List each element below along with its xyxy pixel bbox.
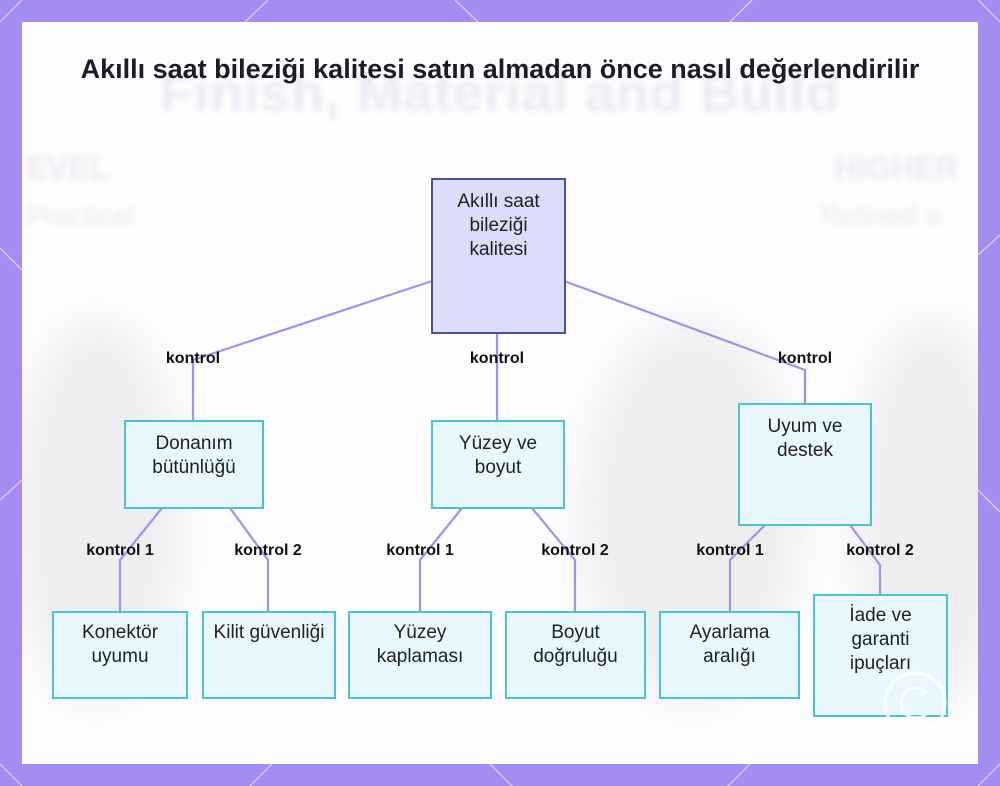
node-hardware-integrity: Donanım bütünlüğü: [124, 420, 264, 509]
node-lock-security: Kilit güvenliği: [202, 611, 336, 699]
edge-label-hardware-connector: kontrol 1: [86, 542, 154, 559]
corner-logo-icon: [883, 671, 947, 735]
edge-fit-adjust: [728, 524, 766, 612]
node-adjustment-range: Ayarlama aralığı: [659, 611, 800, 699]
edge-label-surface-size: kontrol 2: [541, 542, 609, 559]
edge-label-root-fit: kontrol: [777, 350, 833, 367]
edge-label-root-surface: kontrol: [469, 350, 525, 367]
background-right-heading: HIGHER: [834, 150, 959, 186]
node-return-warranty: İade ve garanti ipuçları: [813, 594, 948, 717]
background-left-sub: Practical: [26, 200, 134, 231]
edge-label-fit-returns: kontrol 2: [846, 542, 914, 559]
edge-root-fit: [563, 279, 807, 404]
background-title: Finish, Material and Build: [159, 63, 841, 123]
background-right-sub: Refined a: [820, 200, 940, 231]
diagram-title: Akıllı saat bileziği kalitesi satın alma…: [80, 54, 920, 84]
background-left-heading: EVEL: [26, 150, 110, 186]
edge-label-fit-adjust: kontrol 1: [696, 542, 764, 559]
node-surface-size: Yüzey ve boyut: [431, 420, 565, 509]
node-root: Akıllı saat bileziği kalitesi: [431, 178, 566, 334]
edge-fit-returns: [849, 524, 882, 595]
edge-label-surface-coating: kontrol 1: [386, 542, 454, 559]
node-fit-support: Uyum ve destek: [738, 403, 872, 526]
edge-surface-coating: [418, 507, 463, 612]
edge-hardware-connector: [118, 507, 163, 612]
edge-label-hardware-lock: kontrol 2: [234, 542, 302, 559]
edge-root-hardware: [191, 279, 433, 421]
edge-surface-size: [531, 507, 577, 612]
edge-hardware-lock: [229, 507, 270, 612]
node-surface-coating: Yüzey kaplaması: [348, 611, 492, 699]
edge-label-root-hardware: kontrol: [165, 350, 221, 367]
node-connector-fit: Konektör uyumu: [52, 611, 188, 699]
node-size-accuracy: Boyut doğruluğu: [505, 611, 646, 699]
